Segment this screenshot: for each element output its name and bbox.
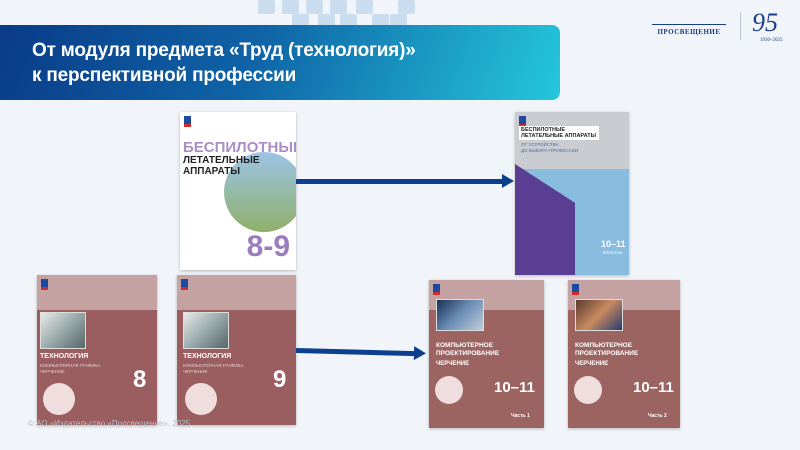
cover-photo (224, 152, 296, 232)
cover-image (575, 299, 623, 331)
publisher-icon (41, 279, 48, 290)
book-grade: 8 (133, 366, 147, 393)
book-subtitle: ЧЕРЧЕНИЕ (575, 361, 609, 367)
book-grades: 10–11 (494, 379, 535, 396)
publisher-name: ПРОСВЕЩЕНИЕ (657, 28, 721, 36)
book-drones-10-11[interactable]: БЕСПИЛОТНЫЕ ЛЕТАТЕЛЬНЫЕ АППАРАТЫ ОТ УСТР… (515, 112, 629, 275)
cover-image (183, 312, 229, 349)
book-title-3: АППАРАТЫ (183, 166, 241, 177)
book-grades: 10–11 (601, 239, 626, 249)
title-banner: От модуля предмета «Труд (технология)» к… (0, 25, 560, 100)
book-title: БЕСПИЛОТНЫЕ (521, 127, 566, 133)
badge (185, 383, 217, 415)
book-subtitle-2: ЧЕРЧЕНИЕ (40, 369, 65, 374)
book-grades: 8-9 (246, 230, 290, 263)
anniversary-number: 95 (752, 8, 778, 37)
book-part: Часть 1 (511, 413, 530, 419)
publisher-logo: ПРОСВЕЩЕНИЕ (652, 16, 726, 36)
book-title-2: ПРОЕКТИРОВАНИЕ (575, 350, 639, 357)
book-title: КОМПЬЮТЕРНОЕ (436, 342, 494, 349)
book-part: Часть 2 (648, 413, 667, 419)
book-title: ТЕХНОЛОГИЯ (183, 353, 232, 360)
page-title-line2: к перспективной профессии (32, 65, 297, 86)
book-technology-9[interactable]: ТЕХНОЛОГИЯ КОМПЬЮТЕРНАЯ ГРАФИКА, ЧЕРЧЕНИ… (177, 275, 296, 425)
page-title-line1: От модуля предмета «Труд (технология)» (32, 40, 416, 61)
book-subtitle: ЧЕРЧЕНИЕ (436, 361, 470, 367)
book-title: КОМПЬЮТЕРНОЕ (575, 342, 633, 349)
book-subtitle: КОМПЬЮТЕРНАЯ ГРАФИКА, (40, 363, 102, 368)
arrow-right-icon (295, 348, 417, 357)
book-subtitle-2: ДО ВЫБОРА ПРОФЕССИИ (521, 148, 579, 153)
publisher-icon (572, 284, 579, 295)
publisher-icon (519, 116, 526, 127)
publisher-icon (181, 279, 188, 290)
badge (435, 376, 463, 404)
divider (740, 12, 741, 40)
book-grades: 10–11 (633, 379, 674, 396)
cover-graphic (515, 164, 575, 275)
book-title-2: ПРОЕКТИРОВАНИЕ (436, 350, 500, 357)
book-subtitle: КОМПЬЮТЕРНАЯ ГРАФИКА, (183, 363, 245, 368)
book-title: БЕСПИЛОТНЫЕ (183, 139, 296, 156)
book-title: ТЕХНОЛОГИЯ (40, 353, 89, 360)
arrow-right-icon (296, 174, 514, 188)
book-cad-part1[interactable]: КОМПЬЮТЕРНОЕ ПРОЕКТИРОВАНИЕ ЧЕРЧЕНИЕ 10–… (429, 280, 544, 428)
book-cad-part2[interactable]: КОМПЬЮТЕРНОЕ ПРОЕКТИРОВАНИЕ ЧЕРЧЕНИЕ 10–… (568, 280, 680, 428)
book-grade: 9 (273, 366, 287, 393)
book-subtitle: ОТ УСТРОЙСТВА (521, 142, 559, 147)
copyright: © АО «Издательство «Просвещение», 2025 (28, 419, 191, 428)
book-title-2: ЛЕТАТЕЛЬНЫЕ АППАРАТЫ (521, 133, 597, 139)
publisher-icon (184, 116, 191, 127)
book-title-2: ЛЕТАТЕЛЬНЫЕ (183, 155, 260, 166)
book-grades-label: КЛАССЫ (603, 250, 622, 255)
book-drones-8-9[interactable]: БЕСПИЛОТНЫЕ ЛЕТАТЕЛЬНЫЕ АППАРАТЫ 8-9 (180, 112, 296, 270)
book-subtitle-2: ЧЕРЧЕНИЕ (183, 369, 208, 374)
badge (43, 383, 75, 415)
book-technology-8[interactable]: ТЕХНОЛОГИЯ КОМПЬЮТЕРНАЯ ГРАФИКА, ЧЕРЧЕНИ… (37, 275, 157, 425)
publisher-icon (433, 284, 440, 295)
cover-image (40, 312, 86, 349)
anniversary-years: 1930–2025 (760, 38, 783, 43)
badge (574, 376, 602, 404)
cover-image (436, 299, 484, 331)
